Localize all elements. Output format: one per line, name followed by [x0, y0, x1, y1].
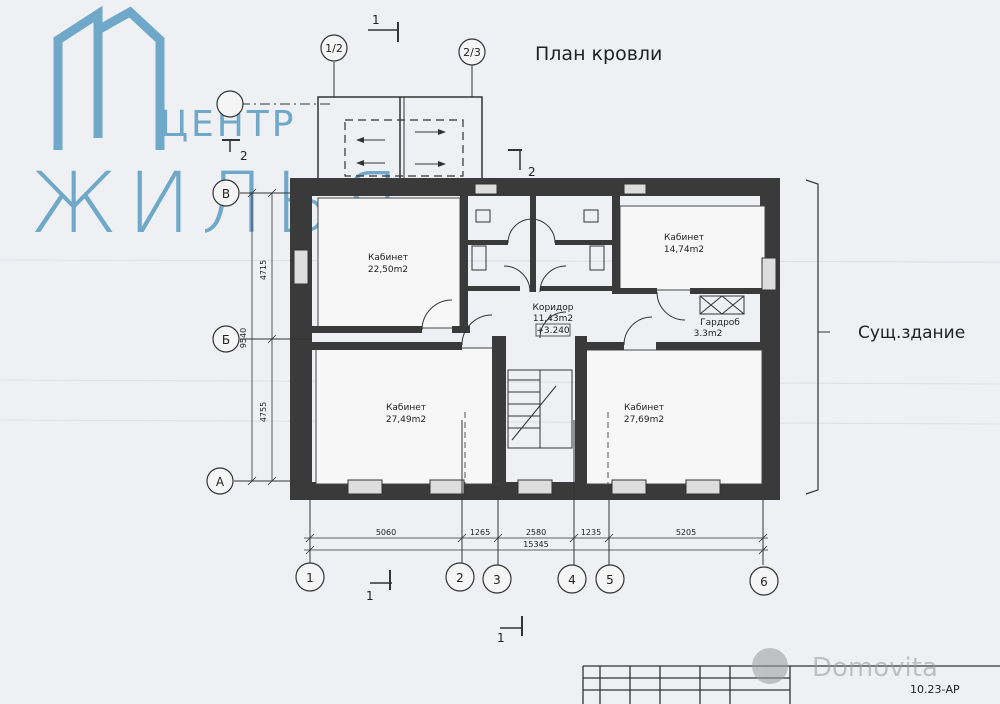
svg-text:1: 1	[372, 13, 380, 27]
title-block	[582, 665, 1000, 704]
domovita-logo-icon	[752, 648, 788, 684]
building-icon	[53, 5, 165, 150]
svg-text:2: 2	[240, 149, 248, 163]
roof-canopy	[317, 96, 483, 186]
staircase	[507, 369, 573, 449]
svg-text:15345: 15345	[523, 540, 548, 549]
section-mark-bottom-1: 1	[366, 570, 392, 603]
room-labels: Кабинет 22,50m2 Кабинет 14,74m2 Коридор …	[368, 233, 740, 425]
axis-number-4: 4	[568, 573, 576, 587]
svg-text:4715: 4715	[259, 260, 268, 280]
svg-text:5060: 5060	[376, 528, 396, 537]
wardrobe-name: Гардроб	[700, 318, 740, 328]
svg-text:2: 2	[528, 165, 536, 179]
axis-letter-v: В	[222, 187, 230, 201]
existing-building-label: Сущ.здание	[858, 323, 965, 343]
vertical-dimensions: 4715 4755 9540	[239, 188, 277, 486]
svg-text:5205: 5205	[676, 528, 696, 537]
axis-number-2: 2	[456, 571, 464, 585]
drawing-code: 10.23-АР	[910, 683, 960, 696]
svg-text:1: 1	[497, 631, 505, 645]
svg-text:2580: 2580	[526, 528, 546, 537]
roof-axis-1-2-label: 1/2	[325, 42, 343, 55]
axis-number-6: 6	[760, 575, 768, 589]
axis-number-5: 5	[606, 573, 614, 587]
room-3-area: 27,49m2	[386, 415, 426, 425]
letter-axes: В Б А	[206, 90, 330, 495]
axis-letter-a: А	[216, 475, 225, 489]
watermark-text: Domovita	[812, 653, 938, 683]
building-plan	[290, 178, 780, 500]
svg-text:1265: 1265	[470, 528, 490, 537]
room-4-name: Кабинет	[624, 403, 664, 413]
plan-title: План кровли	[535, 43, 662, 65]
room-1-name: Кабинет	[368, 253, 408, 263]
room-2-area: 14,74m2	[664, 245, 704, 255]
existing-building-bracket: Сущ.здание	[805, 179, 965, 495]
room-3-name: Кабинет	[386, 403, 426, 413]
watermark: Domovita	[752, 648, 938, 684]
section-mark-bottom-2: 1	[497, 616, 523, 645]
room-2-name: Кабинет	[664, 233, 704, 243]
room-4-area: 27,69m2	[624, 415, 664, 425]
section-mark-top: 1	[368, 13, 399, 42]
room-1-area: 22,50m2	[368, 265, 408, 275]
svg-text:1235: 1235	[581, 528, 601, 537]
roof-axis-2-3-label: 2/3	[463, 46, 481, 59]
axis-letter-b: Б	[222, 333, 230, 347]
roof-axis-1-2	[320, 34, 348, 62]
section-mark-2-right: 2	[508, 149, 536, 179]
axis-number-1: 1	[306, 571, 314, 585]
svg-text:4755: 4755	[259, 402, 268, 422]
wardrobe-box	[699, 295, 745, 315]
roof-axis-2-3	[458, 38, 486, 66]
axis-number-3: 3	[493, 573, 501, 587]
number-axes: 5060 1265 2580 1235 5205 15345 1 2 3 4 5…	[295, 420, 779, 596]
svg-text:9540: 9540	[239, 328, 248, 348]
corridor-level: +3.240	[536, 326, 570, 336]
section-mark-2-left: 2	[222, 139, 248, 163]
corridor-area: 11,43m2	[533, 314, 573, 324]
svg-text:1: 1	[366, 589, 374, 603]
wardrobe-area: 3.3m2	[694, 329, 723, 339]
corridor-name: Коридор	[533, 303, 574, 313]
